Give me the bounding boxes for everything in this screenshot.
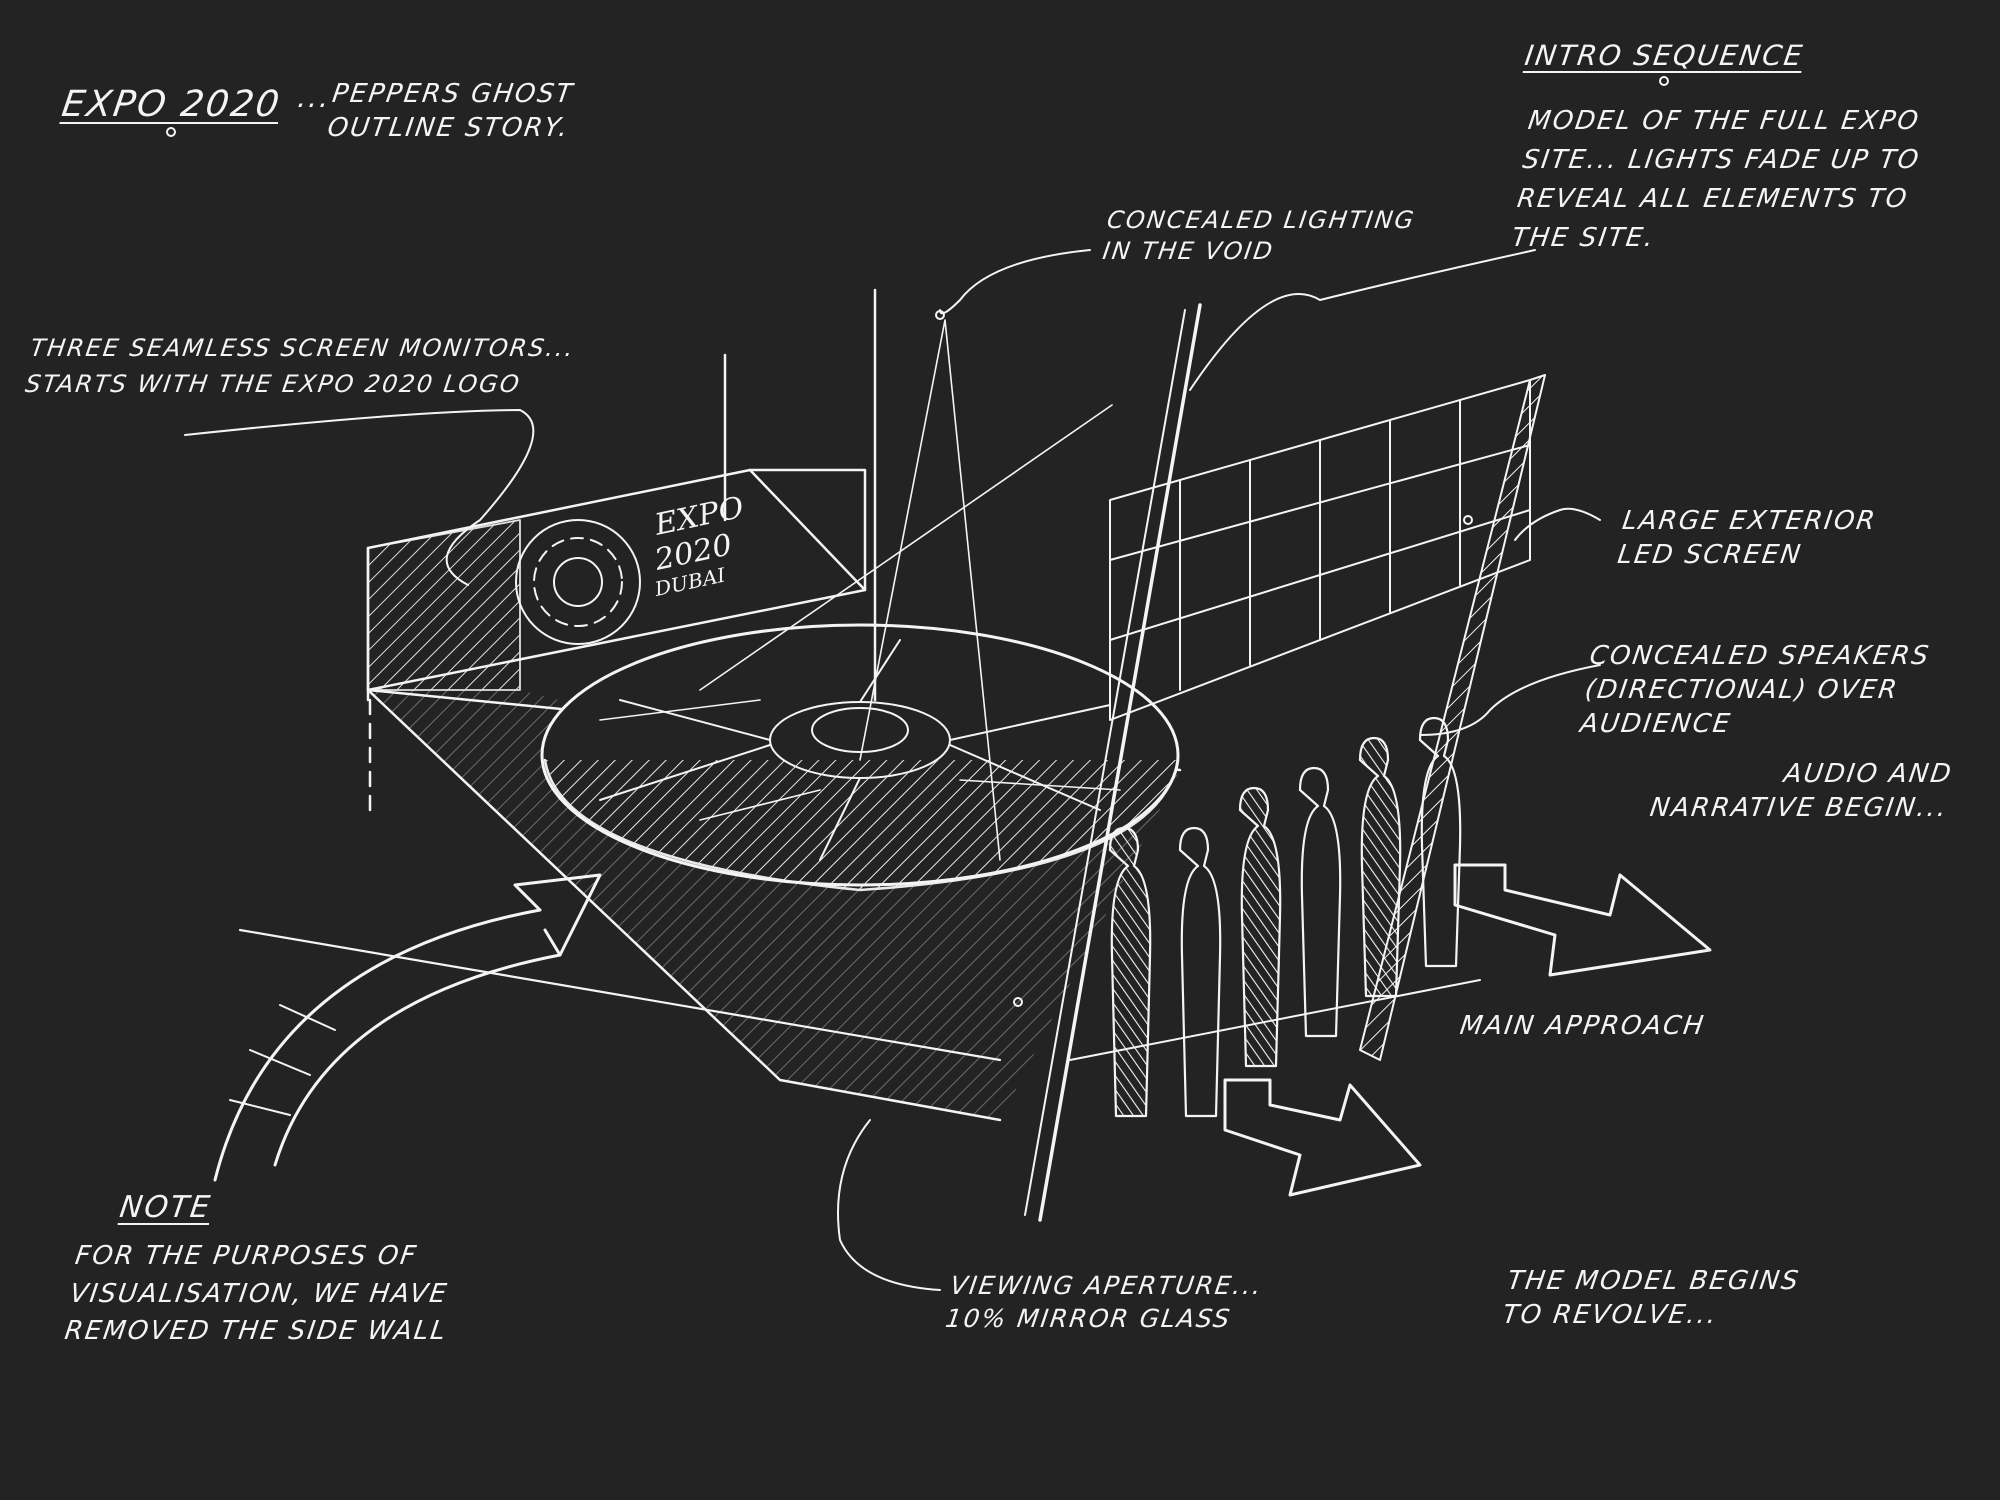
led-screen-annotation: LARGE EXTERIOR LED SCREEN [1615, 506, 1879, 570]
audience-figures [1069, 716, 1481, 1118]
screen-logo-text: EXPO 2020 DUBAI [655, 490, 743, 602]
note-heading: NOTE [117, 1190, 214, 1225]
led-screen-grid [1109, 374, 1546, 1061]
intro-body: MODEL OF THE FULL EXPO SITE... LIGHTS FA… [1509, 106, 1923, 253]
audio-annotation: AUDIO AND NARRATIVE BEGIN... [1648, 759, 1955, 823]
revolve-arrow [213, 873, 602, 1182]
revolve-annotation: THE MODEL BEGINS TO REVOLVE... [1500, 1266, 1802, 1330]
note-body: FOR THE PURPOSES OF VISUALISATION, WE HA… [62, 1241, 451, 1347]
approach-arrows [1223, 863, 1712, 1197]
project-subtitle: PEPPERS GHOST OUTLINE STORY. [325, 79, 576, 143]
project-title: EXPO 2020 [59, 84, 284, 125]
title-ellipsis: ... [295, 81, 334, 114]
monitors-annotation: THREE SEAMLESS SCREEN MONITORS... STARTS… [23, 334, 577, 398]
aperture-annotation: VIEWING APERTURE... 10% MIRROR GLASS [943, 1271, 1265, 1333]
expo-logo-emblem [515, 519, 641, 645]
screen-monitors [366, 468, 867, 702]
approach-annotation: MAIN APPROACH [1458, 1011, 1707, 1041]
intro-heading: INTRO SEQUENCE [1522, 39, 1806, 72]
lighting-annotation: CONCEALED LIGHTING IN THE VOID [1100, 206, 1418, 266]
speakers-annotation: CONCEALED SPEAKERS (DIRECTIONAL) OVER AU… [1578, 641, 1933, 739]
marker-dots [166, 76, 1669, 1007]
mirror-glass-pane [699, 288, 1202, 1222]
